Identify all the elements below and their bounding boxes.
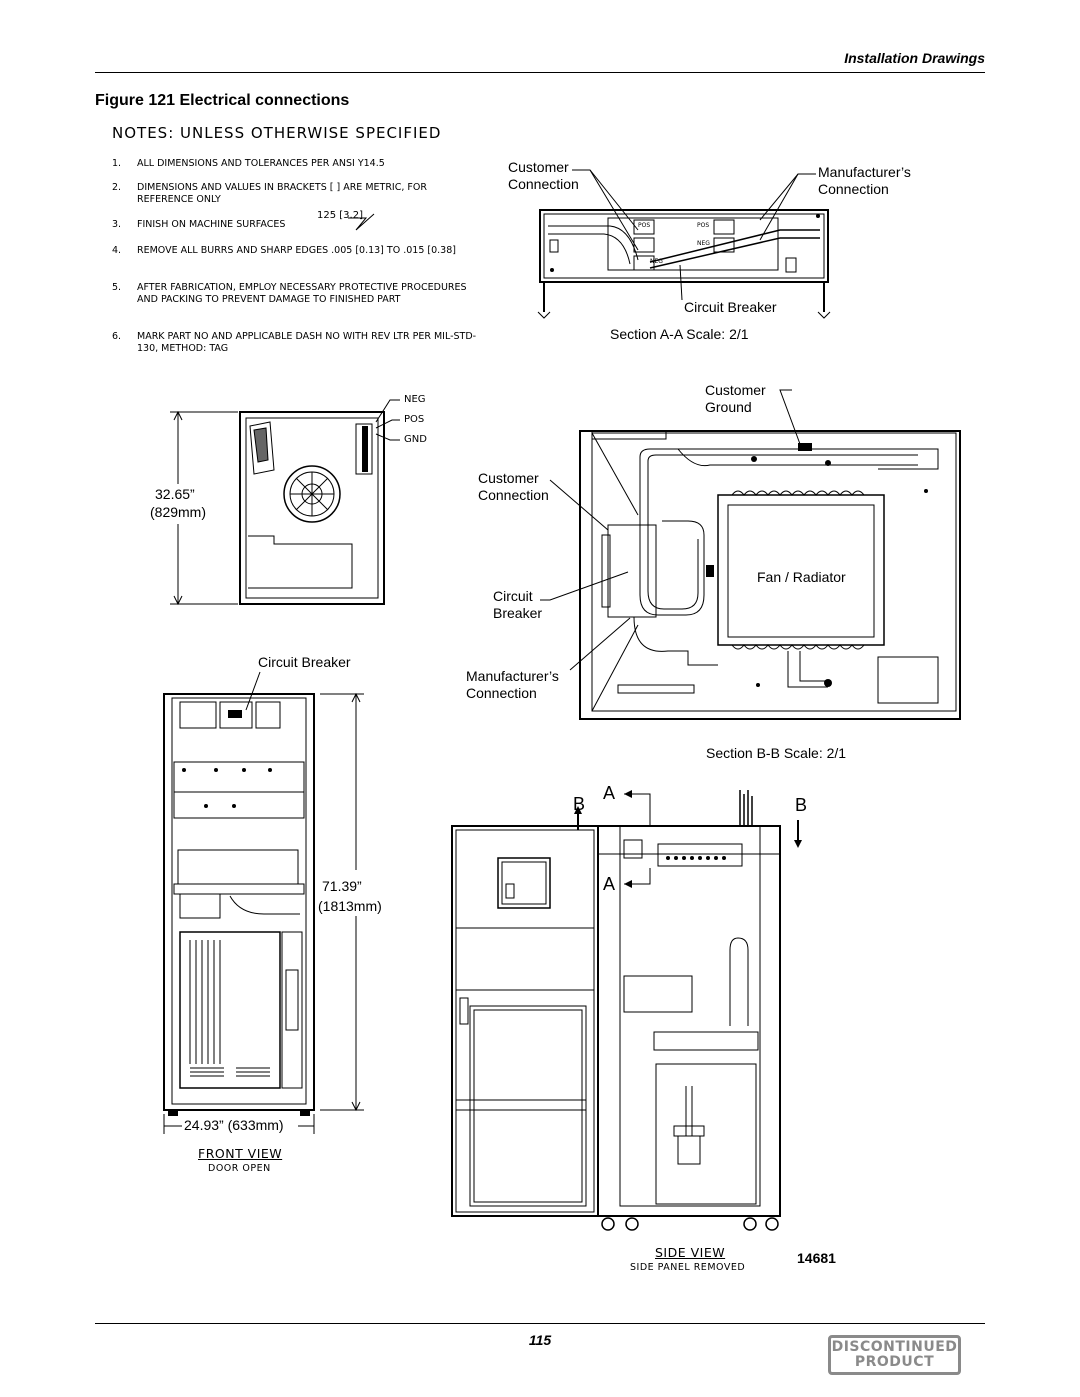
terminal-neg-label: NEG [697, 240, 710, 247]
note-text: REMOVE ALL BURRS AND SHARP EDGES .005 [0… [137, 245, 456, 256]
section-bb-caption: Section B-B Scale: 2/1 [706, 745, 847, 761]
section-bb-leaders [530, 380, 810, 690]
side-view-drawing [448, 790, 802, 1240]
section-marker-b-left: B [573, 794, 586, 814]
front-view-title: FRONT VIEW [198, 1146, 283, 1161]
height-dimension-inches: 71.39” [322, 878, 362, 894]
section-marker-a-bottom: A [603, 874, 616, 894]
section-marker-a-top: A [603, 783, 616, 803]
circuit-breaker-label: Circuit Breaker [684, 299, 777, 315]
terminal-pos-label: POS [638, 222, 651, 229]
circuit-breaker-label: Circuit Breaker [493, 588, 543, 621]
note-text: MARK PART NO AND APPLICABLE DASH NO WITH… [137, 331, 477, 354]
note-number: 6. [112, 331, 122, 342]
note-text: ALL DIMENSIONS AND TOLERANCES PER ANSI Y… [137, 158, 385, 169]
footer-rule [95, 1323, 985, 1324]
terminal-neg-label: NEG [650, 258, 663, 265]
fan-radiator-label: Fan / Radiator [757, 569, 846, 585]
stamp-line-2: PRODUCT [854, 1354, 935, 1370]
section-aa-caption: Section A-A Scale: 2/1 [610, 326, 749, 342]
circuit-breaker-label: Circuit Breaker [258, 654, 351, 670]
section-bb-drawing [578, 425, 968, 725]
surface-finish-symbol: 125 [3.2] [317, 210, 363, 221]
section-aa-drawing [530, 200, 840, 320]
manufacturers-connection-label: Manufacturer’s Connection [818, 164, 911, 197]
note-text: FINISH ON MACHINE SURFACES [137, 219, 286, 230]
front-view-subtitle: DOOR OPEN [208, 1163, 271, 1174]
header-rule [95, 72, 985, 73]
discontinued-product-stamp: DISCONTINUED PRODUCT [828, 1335, 961, 1375]
manufacturers-connection-label: Manufacturer’s Connection [466, 668, 559, 701]
page-number: 115 [528, 1332, 552, 1348]
side-view-title: SIDE VIEW [655, 1245, 726, 1260]
depth-dimension-inches: 32.65” [155, 486, 195, 502]
customer-connection-label: Customer Connection [508, 159, 579, 192]
width-dimension: 24.93” (633mm) [184, 1117, 284, 1133]
section-aa-leaders [560, 160, 820, 310]
note-number: 4. [112, 245, 122, 256]
customer-ground-label: Customer Ground [705, 382, 766, 415]
pos-label: POS [404, 414, 425, 425]
terminal-pos-label: POS [697, 222, 710, 229]
note-text: DIMENSIONS AND VALUES IN BRACKETS [ ] AR… [137, 182, 427, 205]
note-number: 2. [112, 182, 122, 193]
section-marker-b-right: B [795, 795, 808, 815]
note-text: AFTER FABRICATION, EMPLOY NECESSARY PROT… [137, 282, 467, 305]
surface-finish-check-icon [348, 214, 388, 234]
side-view-subtitle: SIDE PANEL REMOVED [630, 1262, 746, 1273]
stamp-line-1: DISCONTINUED [831, 1339, 958, 1355]
front-view-drawing [160, 670, 370, 1140]
depth-dimension-mm: (829mm) [150, 504, 207, 520]
notes-title: NOTES: UNLESS OTHERWISE SPECIFIED [112, 124, 442, 142]
figure-caption: Figure 121 Electrical connections [95, 92, 350, 109]
note-number: 3. [112, 219, 122, 230]
note-number: 5. [112, 282, 122, 293]
gnd-label: GND [404, 434, 427, 445]
height-dimension-mm: (1813mm) [318, 898, 382, 914]
note-number: 1. [112, 158, 122, 169]
customer-connection-label: Customer Connection [478, 470, 549, 503]
section-title: Installation Drawings [844, 50, 985, 66]
top-view-drawing [170, 400, 400, 610]
drawing-number: 14681 [797, 1250, 836, 1266]
neg-label: NEG [404, 394, 426, 405]
